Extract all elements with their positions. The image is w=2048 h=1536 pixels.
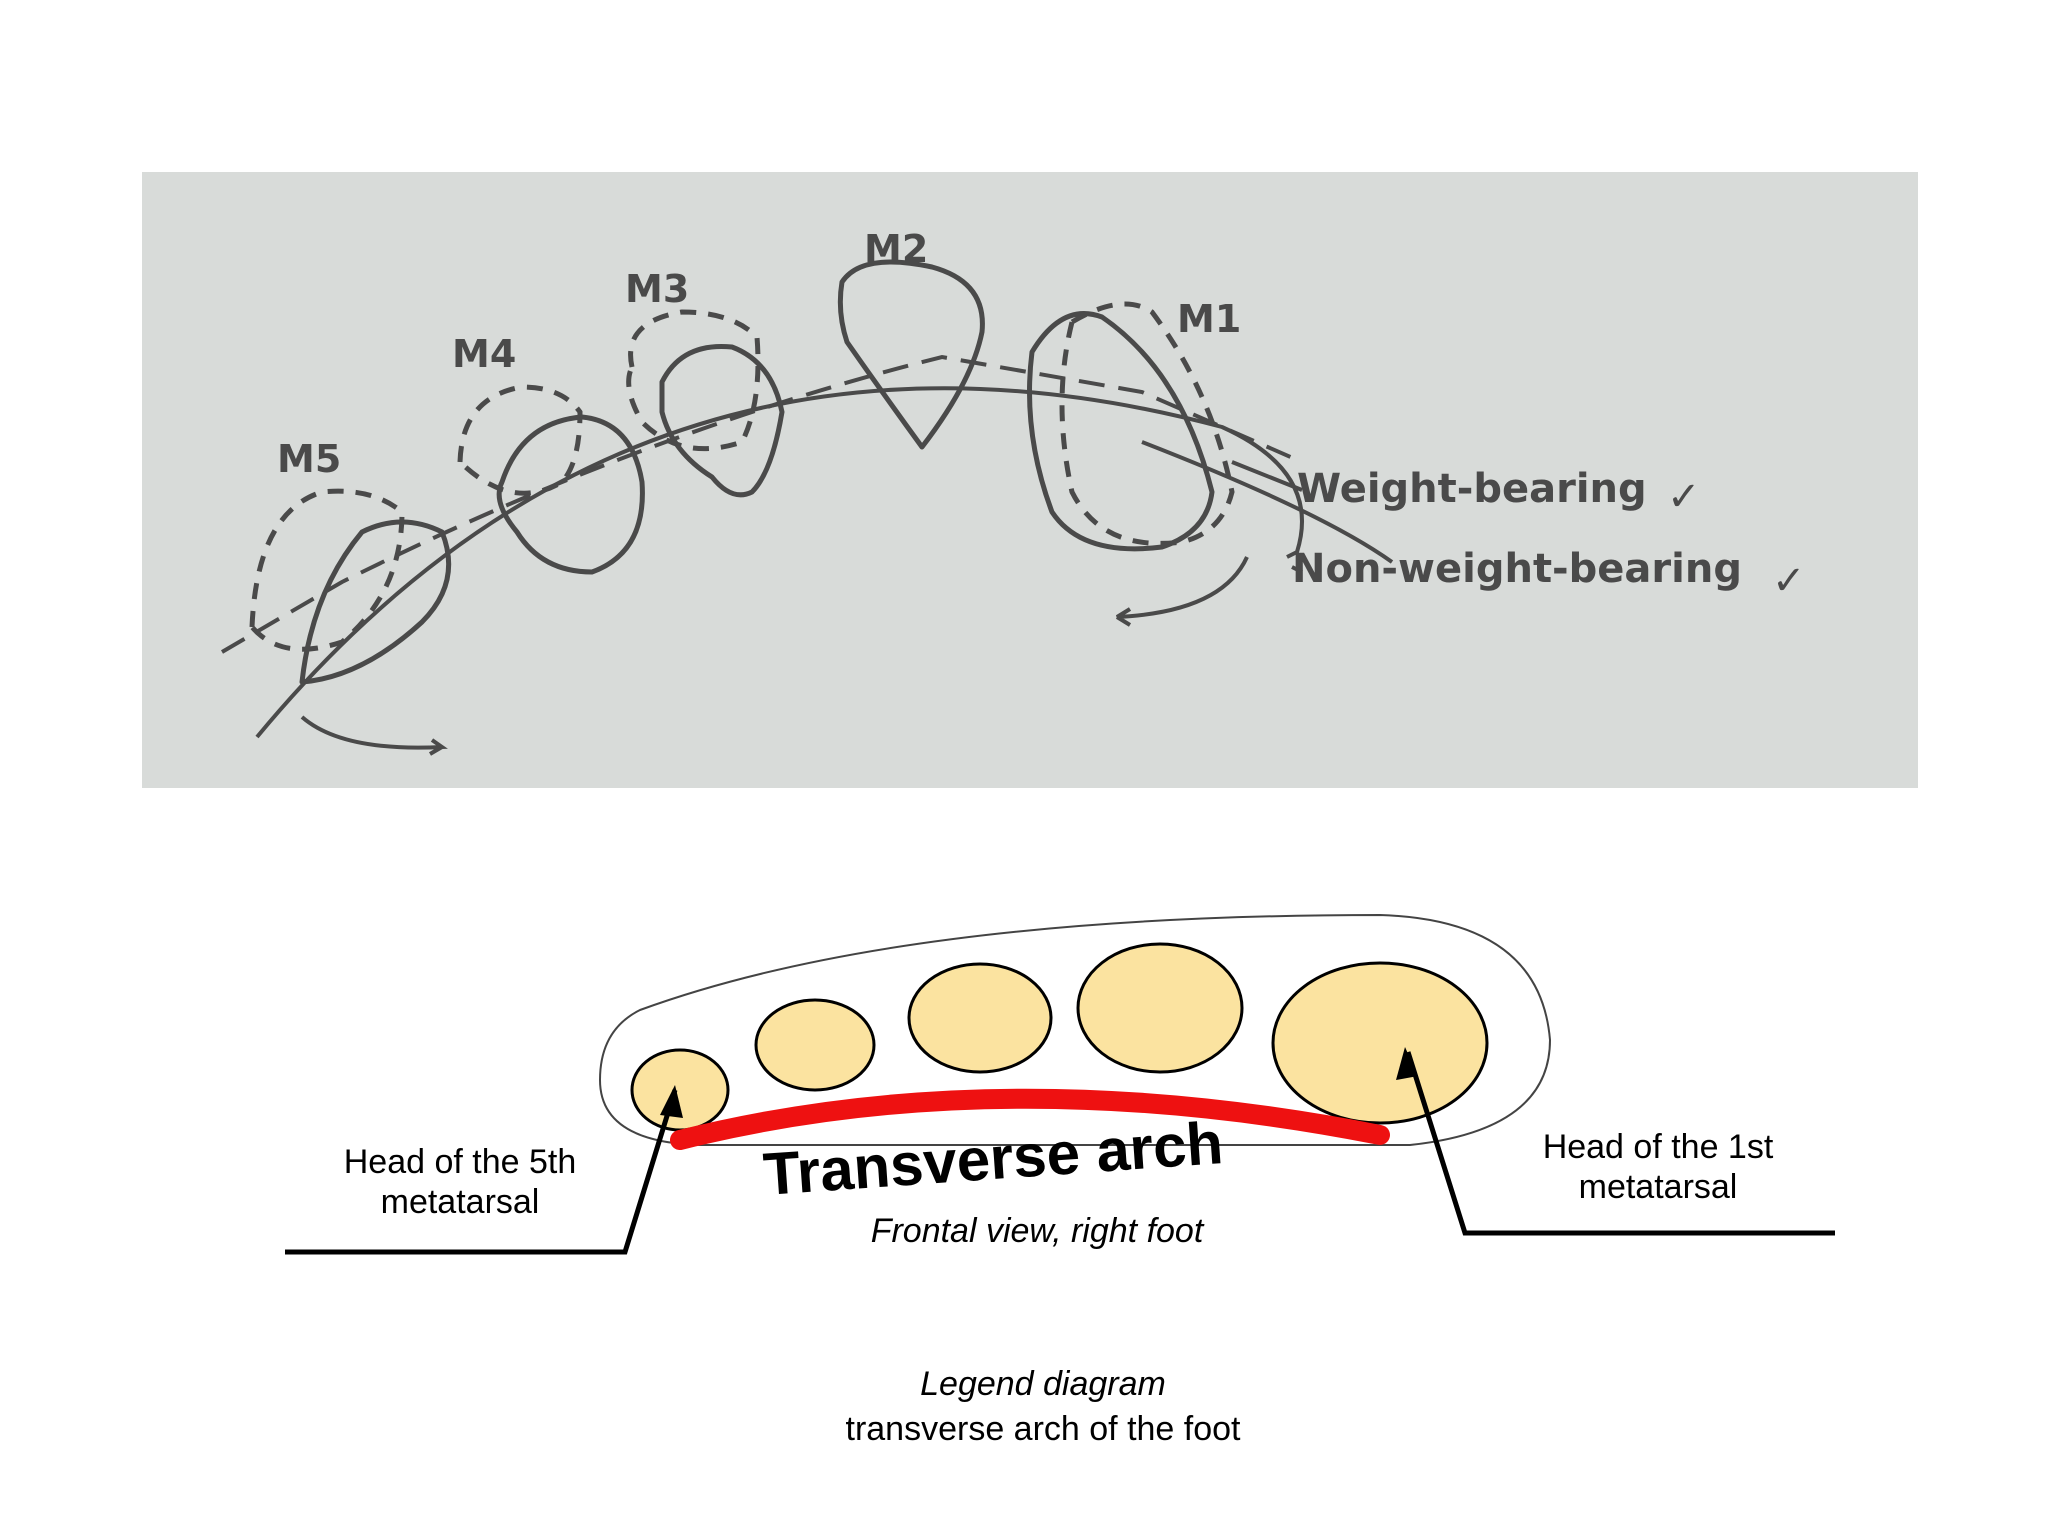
weight-bearing-arc (220, 354, 1303, 654)
left-label-line2: metatarsal (381, 1183, 540, 1221)
transverse-arch-line (670, 1088, 1390, 1150)
transverse-arch-svg: Transverse arch Head of the 5th metatars… (285, 913, 1835, 1448)
m5-outline-non-weight (249, 488, 405, 652)
weight-bearing-leader (1231, 460, 1303, 492)
metatarsal-head-2 (1076, 942, 1244, 1074)
right-arrowhead (1396, 1047, 1418, 1080)
left-label-line1: Head of the 5th (344, 1143, 577, 1181)
non-weight-bearing-leader (1291, 565, 1303, 574)
weight-bearing-label: Weight-bearing (1297, 466, 1647, 512)
left-leader-line (285, 1089, 678, 1255)
scanned-figure-panel: M5 M4 M3 M2 M1 Weight-bearing ✓ Non-weig… (142, 172, 1918, 788)
transverse-arch-diagram: Transverse arch Head of the 5th metatars… (0, 880, 2048, 1480)
m1-outline-non-weight (1059, 301, 1235, 546)
m2-outline (837, 259, 985, 450)
non-weight-bearing-check: ✓ (1772, 558, 1806, 604)
metatarsal-head-4 (754, 998, 876, 1092)
m4-outline-non-weight (457, 384, 583, 496)
metatarsal-head-1 (1271, 961, 1489, 1125)
metatarsal-head-5 (630, 1048, 730, 1132)
non-weight-bearing-label: Non-weight-bearing (1292, 546, 1742, 592)
m4-outline-weight (496, 414, 645, 575)
right-label-line2: metatarsal (1579, 1168, 1738, 1206)
right-label-line1: Head of the 1st (1543, 1128, 1774, 1166)
caption-line2: transverse arch of the foot (846, 1410, 1242, 1448)
m5-rotation-arrow (300, 715, 448, 756)
view-caption: Frontal view, right foot (871, 1212, 1205, 1250)
m4-label: M4 (452, 332, 516, 376)
metatarsal-head-3 (907, 962, 1053, 1074)
non-weight-bearing-arc (255, 386, 1394, 739)
m5-outline-weight (299, 519, 452, 685)
m1-rotation-arrow (1115, 556, 1249, 627)
caption-line1: Legend diagram (920, 1365, 1166, 1403)
right-leader-line (1405, 1051, 1835, 1236)
m1-label: M1 (1177, 297, 1241, 341)
m3-outline-weight (659, 343, 785, 498)
m1-outline-weight (1027, 311, 1215, 552)
m2-label: M2 (864, 227, 928, 271)
weight-bearing-check: ✓ (1667, 474, 1701, 520)
metatarsal-positions-drawing: M5 M4 M3 M2 M1 Weight-bearing ✓ Non-weig… (220, 227, 1806, 756)
m3-label: M3 (625, 267, 689, 311)
left-arrowhead (660, 1085, 683, 1118)
m5-label: M5 (277, 437, 341, 481)
